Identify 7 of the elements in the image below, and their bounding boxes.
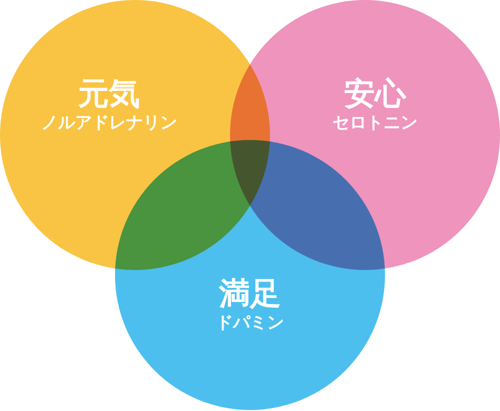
circle-heading: 安心 [344, 76, 406, 112]
circle-subheading: セロトニン [332, 112, 418, 134]
circle-subheading: ドパミン [216, 312, 284, 334]
venn-circle [115, 140, 385, 410]
circle-heading: 満足 [219, 276, 281, 312]
circle-subheading: ノルアドレナリン [41, 112, 177, 134]
circle-heading: 元気 [78, 76, 140, 112]
